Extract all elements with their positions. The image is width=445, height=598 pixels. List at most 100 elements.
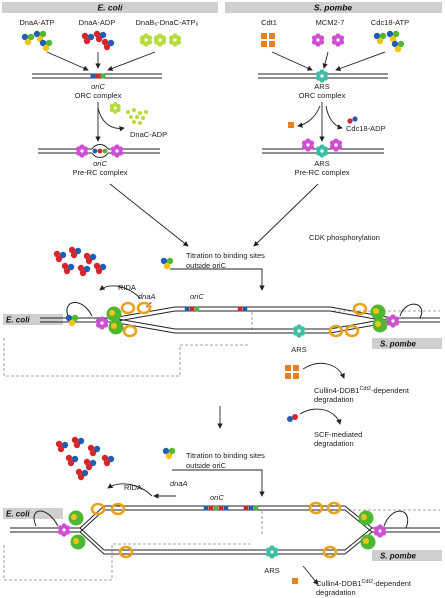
dnac-adp-icon (109, 102, 148, 125)
cullin-degradation-1: degradation (314, 395, 354, 404)
cdt1-degraded-icon-2 (292, 578, 298, 584)
ecoli-dashed-box-1 (3, 338, 250, 377)
dnaa-atp-label: DnaA-ATP (19, 18, 54, 27)
spombe-dashed-box-1 (251, 310, 440, 330)
ecoli-dashed-box-2 (3, 543, 250, 581)
ecoli-tag-2: E. coli (6, 510, 30, 519)
free-dnaa-atp-panel2 (162, 447, 176, 460)
cdc18-atp-label: Cdc18-ATP (371, 18, 409, 27)
pre-rc-label-left: Pre-RC complex (72, 168, 127, 177)
arrow-scf (299, 408, 342, 425)
spombe-tag-bar-1 (372, 338, 442, 349)
cullin-tail-1: -dependent (371, 386, 410, 395)
arrow-cdt1-release (297, 105, 321, 128)
dna-oric-2 (38, 144, 160, 158)
cullin-sup-1: Cdt2 (359, 386, 371, 392)
spombe-dashed-box-2 (261, 509, 440, 534)
dnaa-adp-label: DnaA-ADP (79, 18, 116, 27)
cullin-degradation-2: degradation (316, 588, 356, 597)
arrow-cdc18 (335, 51, 386, 71)
free-dnaa-atp-panel1 (160, 257, 174, 270)
dnaa-gene-label-1: dnaA (138, 292, 156, 301)
mcm-label: MCM2-7 (316, 18, 345, 27)
cullin-sup-2: Cdt2 (361, 579, 373, 585)
cdc18-adp-icon (347, 116, 358, 124)
mcm-icon (311, 33, 345, 47)
oric-label-1: oriC (91, 82, 105, 91)
arrow-dnac-release (97, 107, 125, 132)
arrow-titration-2 (172, 469, 265, 497)
oric-panel1-label: oriC (190, 292, 204, 301)
cdc18-degraded-icon (287, 414, 298, 422)
ecoli-header: E. coli (97, 3, 123, 13)
cullin-label-2: Cullin4-DDB1Cdt2-dependent (316, 579, 412, 588)
cullin-label-1: Cullin4-DDB1Cdt2-dependent (314, 386, 410, 395)
ecoli-tag-1: E. coli (6, 316, 30, 325)
oric-panel2-label: oriC (210, 493, 224, 502)
orc-complex-label-left: ORC complex (75, 91, 122, 100)
panel-1: Titration to binding sites outside oriC … (3, 246, 442, 448)
arrow-cullin-2 (302, 565, 319, 585)
ars-panel1-label: ARS (291, 345, 306, 354)
rida-label-2: RIDA (124, 483, 142, 492)
cdt1-degraded-icon (285, 365, 299, 379)
released-cdt1-icon (288, 122, 294, 128)
scf-label-2: degradation (314, 439, 354, 448)
cullin-tail-2: -dependent (373, 579, 412, 588)
arrow-rida-1 (99, 285, 141, 299)
dnac-adp-label: DnaC-ADP (130, 130, 167, 139)
titration-2-line1: Titration to binding sites (186, 451, 265, 460)
ecoli-replication-bubble-2 (10, 502, 262, 559)
dna-ars-2 (262, 138, 384, 158)
free-dnaa-panel1 (53, 246, 107, 277)
dnaa-adp-icon (81, 30, 115, 51)
free-dnaa-panel2 (55, 436, 115, 481)
ars-label-1: ARS (314, 82, 329, 91)
cdc18-adp-label: Cdc18-ADP (346, 124, 386, 133)
spombe-tag-bar-2 (372, 550, 442, 561)
spombe-replication-bubble-2 (262, 501, 440, 559)
ars-label-2: ARS (314, 159, 329, 168)
arrow-dnaa-atp (46, 51, 89, 71)
rida-label-1: RIDA (118, 283, 136, 292)
scf-label-1: SCF-mediated (314, 430, 362, 439)
ecoli-tag-bar-1 (3, 314, 63, 325)
ecoli-tag-bar-2 (3, 508, 63, 519)
oric-label-2: oriC (93, 159, 107, 168)
arrow-mcm (322, 51, 329, 69)
panel-2: Titration to binding sites outside oriC … (3, 436, 442, 597)
cdt1-icon (261, 33, 275, 47)
cdc18-atp-icon (373, 30, 405, 53)
titration-2-line2: outside oriC (186, 461, 227, 470)
arrow-rida-2 (107, 483, 153, 497)
orc-complex-label-right: ORC complex (299, 91, 346, 100)
arrow-cdc18-release (325, 105, 343, 130)
cullin-main-1: Cullin4-DDB1 (314, 386, 359, 395)
arrow-dnab (107, 51, 156, 71)
spombe-header: S. pombe (314, 3, 353, 13)
arrow-cullin-1 (302, 362, 345, 379)
spombe-header-bar (225, 2, 442, 13)
dnaa-atp-icon (21, 30, 53, 52)
arrow-titration-1 (170, 268, 265, 291)
cdt1-label: Cdt1 (261, 18, 277, 27)
dnaa-gene-label-2: dnaA (170, 479, 188, 488)
ars-panel2-label: ARS (264, 566, 279, 575)
dnab-dnac-icon (139, 33, 182, 47)
spombe-replication-bubble-1 (250, 302, 440, 338)
spombe-tag-1: S. pombe (380, 340, 417, 349)
arrow-converge-right (253, 183, 319, 247)
dna-oric-1 (32, 73, 162, 79)
arrow-converge-left (109, 183, 189, 247)
titration-1-line1: Titration to binding sites (186, 251, 265, 260)
arrow-cdt1 (271, 51, 313, 71)
dna-ars-1 (258, 69, 388, 83)
cdk-label: CDK phosphorylation (309, 233, 380, 242)
spombe-tag-2: S. pombe (380, 552, 417, 561)
cullin-main-2: Cullin4-DDB1 (316, 579, 361, 588)
ecoli-header-bar (2, 2, 218, 13)
titration-1-line2: outside oriC (186, 261, 227, 270)
dnab-dnac-label: DnaB₆-DnaC-ATP₆ (135, 18, 198, 27)
ecoli-replication-bubble-1 (40, 301, 250, 338)
